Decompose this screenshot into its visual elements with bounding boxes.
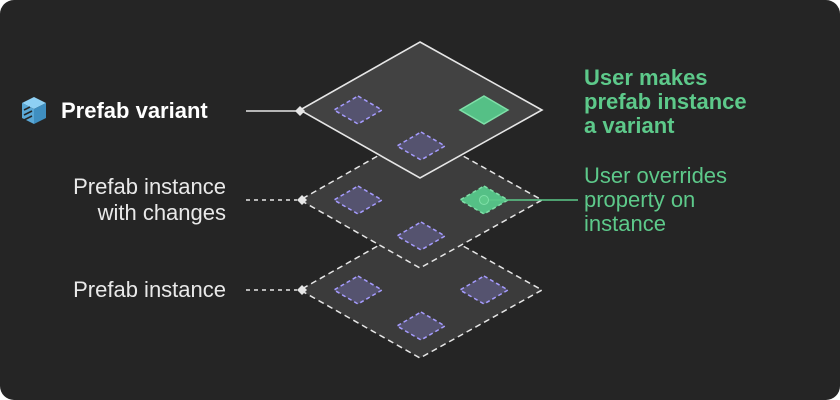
component-tile: [395, 131, 447, 161]
connector-instance: [246, 285, 307, 295]
layer-plane: [298, 41, 544, 179]
variant-component-tile: [458, 95, 510, 125]
prefab-instance-with-changes-label: Prefab instance with changes: [30, 174, 226, 226]
component-tile: [332, 275, 384, 305]
connector-with-changes: [246, 195, 307, 205]
layer-prefab-instance: [298, 221, 544, 359]
label-line: Prefab instance: [73, 174, 226, 199]
layer-plane: [298, 131, 544, 269]
component-tile: [395, 221, 447, 251]
note-line: User overrides: [584, 163, 728, 188]
component-tile: [395, 311, 447, 341]
prefab-variant-cube-icon: [22, 97, 46, 124]
layer-plane: [298, 221, 544, 359]
variant-note: User makes prefab instance a variant: [584, 66, 747, 138]
component-tile: [458, 275, 510, 305]
component-tile: [332, 95, 384, 125]
layer-prefab-variant: [298, 41, 544, 179]
note-line: User makes: [584, 65, 708, 90]
note-line: instance: [584, 211, 666, 236]
prefab-instance-label: Prefab instance: [73, 277, 226, 302]
note-line: property on: [584, 187, 696, 212]
note-line: a variant: [584, 113, 675, 138]
override-note: User overrides property on instance: [584, 164, 727, 236]
label-line: with changes: [97, 200, 226, 225]
connector-variant: [246, 106, 305, 116]
component-tile: [332, 185, 384, 215]
override-pointer: [479, 195, 578, 205]
prefab-variant-label: Prefab variant: [61, 98, 208, 123]
note-line: prefab instance: [584, 89, 747, 114]
